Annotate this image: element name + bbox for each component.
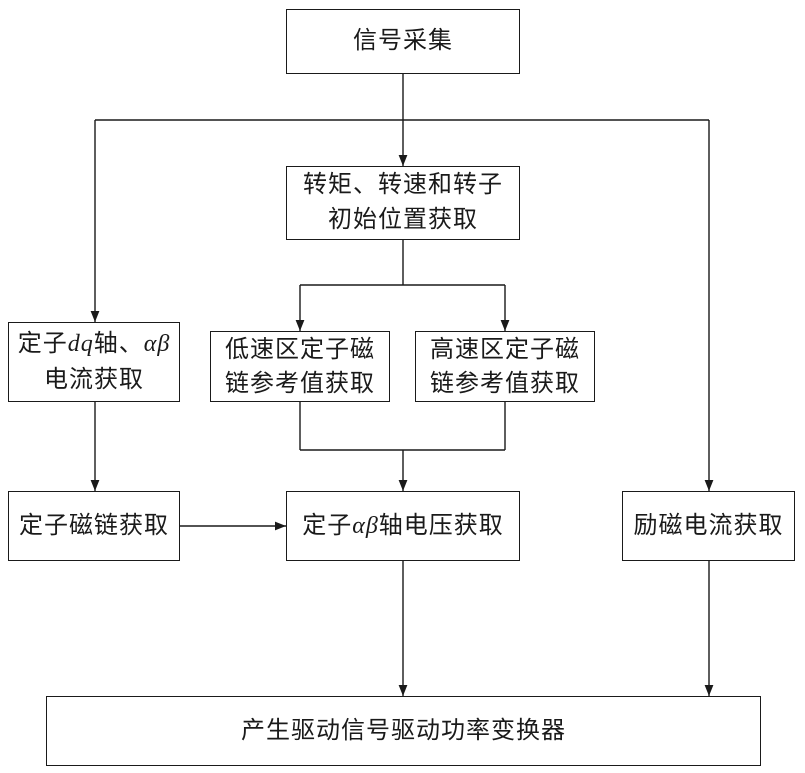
node-drive-power-converter: 产生驱动信号驱动功率变换器 [46,696,761,766]
node-torque-speed-rotor-position: 转矩、转速和转子初始位置获取 [286,166,520,240]
node-stator-flux-acquisition: 定子磁链获取 [8,491,180,561]
node-excitation-current-acquisition: 励磁电流获取 [622,491,795,561]
node-stator-ab-voltage-acquisition: 定子αβ轴电压获取 [286,491,520,561]
node-low-speed-flux-reference: 低速区定子磁链参考值获取 [210,331,390,402]
node-signal-acquisition: 信号采集 [286,9,520,74]
node-high-speed-flux-reference: 高速区定子磁链参考值获取 [415,331,595,402]
